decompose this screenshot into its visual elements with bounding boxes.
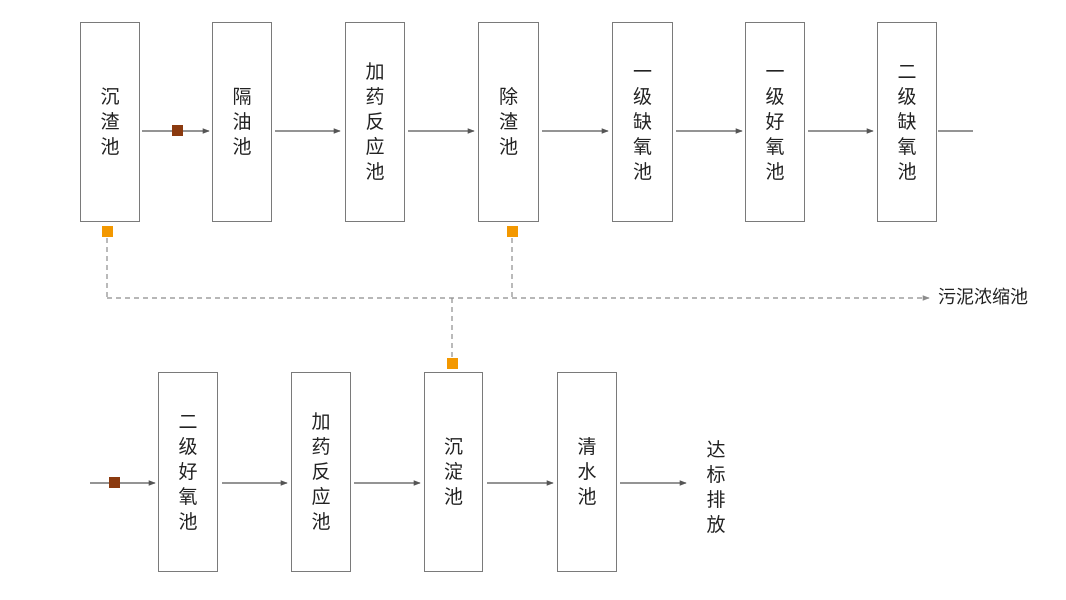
tank-label: 二级缺氧池 (897, 60, 917, 183)
tank-slag-removal: 除渣池 (478, 22, 539, 222)
tank-label: 一级缺氧池 (632, 60, 652, 183)
tank-dosing-reaction-2: 加药反应池 (291, 372, 351, 572)
tank-label: 二级好氧池 (178, 410, 198, 533)
tank-label: 加药反应池 (365, 60, 385, 183)
valve-orange-1 (102, 226, 113, 237)
tank-label: 沉渣池 (100, 85, 120, 158)
tank-aerobic-2: 二级好氧池 (158, 372, 218, 572)
tank-sedimentation: 沉淀池 (424, 372, 483, 572)
valve-orange-2 (507, 226, 518, 237)
valve-brown-row2 (109, 477, 120, 488)
tank-dosing-reaction-1: 加药反应池 (345, 22, 405, 222)
tank-anoxic-2: 二级缺氧池 (877, 22, 937, 222)
tank-aerobic-1: 一级好氧池 (745, 22, 805, 222)
tank-oil-separator: 隔油池 (212, 22, 272, 222)
tank-anoxic-1: 一级缺氧池 (612, 22, 673, 222)
valve-brown-row1 (172, 125, 183, 136)
sludge-thickener-label: 污泥浓缩池 (938, 287, 1028, 308)
tank-sediment: 沉渣池 (80, 22, 140, 222)
tank-label: 加药反应池 (311, 410, 331, 533)
tank-label: 清水池 (577, 435, 597, 508)
tank-label: 隔油池 (232, 85, 252, 158)
tank-label: 沉淀池 (443, 435, 463, 508)
valve-orange-3 (447, 358, 458, 369)
tank-label: 一级好氧池 (765, 60, 785, 183)
tank-clear-water: 清水池 (557, 372, 617, 572)
discharge-label: 达标排放 (706, 439, 726, 536)
tank-label: 除渣池 (498, 85, 518, 158)
